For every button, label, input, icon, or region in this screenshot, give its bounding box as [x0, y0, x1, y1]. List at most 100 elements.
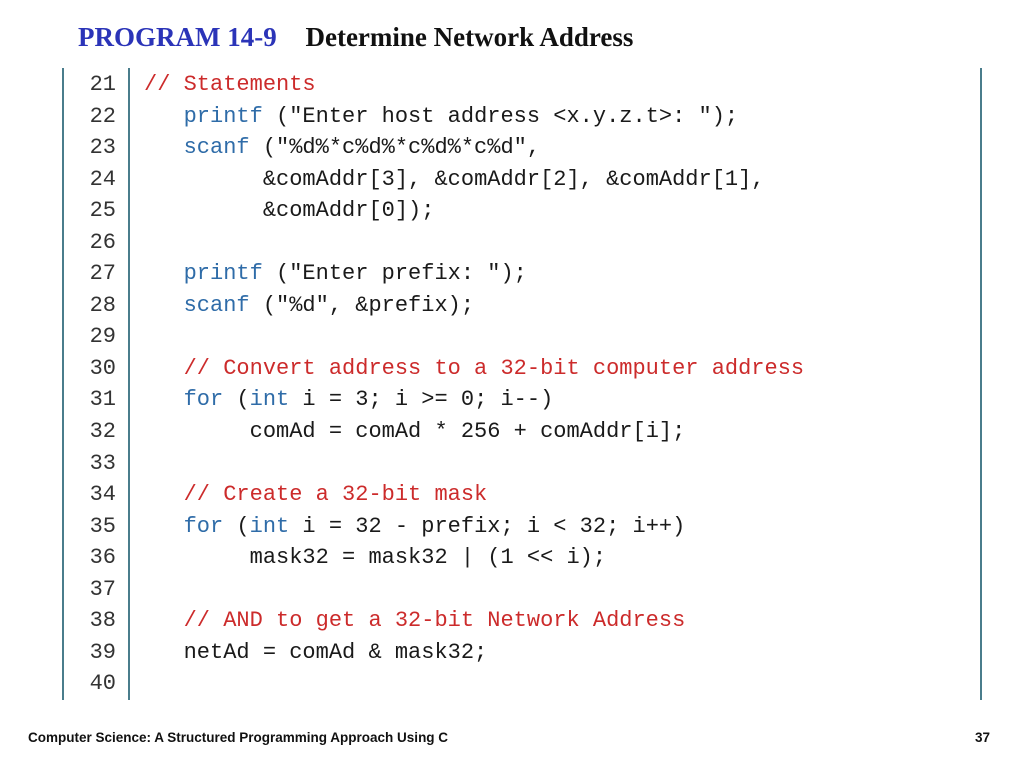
- code-token: &comAddr[3], &comAddr[2], &comAddr[1],: [262, 166, 765, 192]
- code-text: comAd = comAd * 256 + comAddr[i];: [144, 416, 686, 448]
- code-line: 35 for (int i = 32 - prefix; i < 32; i++…: [62, 511, 982, 543]
- line-number: 32: [89, 419, 116, 445]
- code-indent: [144, 198, 263, 223]
- code-token: &comAddr[0]);: [262, 198, 435, 224]
- line-number: 33: [89, 450, 116, 476]
- code-token: i = 32 - prefix; i < 32; i++): [289, 513, 686, 539]
- code-line: 36 mask32 = mask32 | (1 << i);: [62, 542, 982, 574]
- line-number: 40: [89, 671, 116, 697]
- code-comment: // Create a 32-bit mask: [183, 482, 488, 508]
- line-number: 26: [89, 229, 116, 255]
- code-text: // Statements: [144, 69, 316, 101]
- code-text: printf ("Enter prefix: ");: [144, 258, 527, 290]
- code-token: ("Enter host address <x.y.z.t>: ");: [262, 103, 739, 129]
- footer-book-title: Computer Science: A Structured Programmi…: [28, 730, 449, 745]
- code-indent: [144, 387, 184, 412]
- code-line: 33: [62, 448, 982, 480]
- program-label: PROGRAM 14-9: [78, 22, 277, 52]
- code-line: 39 netAd = comAd & mask32;: [62, 637, 982, 669]
- code-text: // Convert address to a 32-bit computer …: [144, 353, 805, 385]
- line-number: 37: [89, 576, 116, 602]
- code-keyword: printf: [183, 261, 263, 287]
- code-indent: [144, 135, 184, 160]
- line-number: 30: [89, 355, 116, 381]
- code-indent: [144, 608, 184, 633]
- code-line: 37: [62, 574, 982, 606]
- code-token: (: [223, 513, 250, 539]
- code-text: printf ("Enter host address <x.y.z.t>: "…: [144, 101, 739, 133]
- code-indent: [144, 640, 184, 665]
- code-token: i = 3; i >= 0; i--): [289, 387, 554, 413]
- code-token: ("%d%*c%d%*c%d%*c%d",: [249, 135, 541, 161]
- code-text: netAd = comAd & mask32;: [144, 637, 488, 669]
- code-indent: [144, 482, 184, 507]
- code-token: mask32 = mask32 | (1 << i);: [249, 545, 607, 571]
- line-number: 23: [89, 135, 116, 161]
- code-line: 27 printf ("Enter prefix: ");: [62, 258, 982, 290]
- code-text: for (int i = 32 - prefix; i < 32; i++): [144, 511, 686, 543]
- footer-page-number: 37: [974, 730, 990, 745]
- line-number: 29: [89, 324, 116, 350]
- frame-left-border: [62, 68, 64, 700]
- line-number: 39: [89, 639, 116, 665]
- line-number: 24: [89, 166, 116, 192]
- code-indent: [144, 514, 184, 539]
- line-number: 34: [89, 482, 116, 508]
- code-keyword: int: [249, 387, 290, 413]
- code-indent: [144, 545, 250, 570]
- code-keyword: for: [183, 387, 224, 413]
- code-indent: [144, 293, 184, 318]
- line-number: 25: [89, 198, 116, 224]
- code-keyword: scanf: [183, 135, 250, 161]
- code-line: 38 // AND to get a 32-bit Network Addres…: [62, 605, 982, 637]
- code-token: netAd = comAd & mask32;: [183, 639, 488, 665]
- code-text: // Create a 32-bit mask: [144, 479, 488, 511]
- line-number: 27: [89, 261, 116, 287]
- code-keyword: int: [249, 513, 290, 539]
- code-indent: [144, 104, 184, 129]
- code-text: // AND to get a 32-bit Network Address: [144, 605, 686, 637]
- code-line: 22 printf ("Enter host address <x.y.z.t>…: [62, 101, 982, 133]
- code-line: 40: [62, 668, 982, 700]
- line-number: 22: [89, 103, 116, 129]
- code-comment: // Statements: [144, 72, 316, 97]
- code-token: comAd = comAd * 256 + comAddr[i];: [249, 419, 686, 445]
- slide-title: PROGRAM 14-9 Determine Network Address: [78, 22, 633, 53]
- code-token: ("Enter prefix: ");: [262, 261, 527, 287]
- line-number: 36: [89, 545, 116, 571]
- code-text: scanf ("%d", &prefix);: [144, 290, 474, 322]
- code-indent: [144, 356, 184, 381]
- code-line: 31 for (int i = 3; i >= 0; i--): [62, 384, 982, 416]
- line-number-gutter-divider: [128, 68, 130, 700]
- line-number: 38: [89, 608, 116, 634]
- code-text: mask32 = mask32 | (1 << i);: [144, 542, 606, 574]
- code-keyword: scanf: [183, 292, 250, 318]
- code-line: 29: [62, 321, 982, 353]
- program-title: Determine Network Address: [305, 22, 634, 52]
- code-text: scanf ("%d%*c%d%*c%d%*c%d",: [144, 132, 540, 164]
- line-number: 31: [89, 387, 116, 413]
- code-text: &comAddr[0]);: [144, 195, 435, 227]
- code-line: 21// Statements: [62, 69, 982, 101]
- code-comment: // Convert address to a 32-bit computer …: [183, 355, 805, 381]
- code-text: for (int i = 3; i >= 0; i--): [144, 384, 554, 416]
- code-comment: // AND to get a 32-bit Network Address: [183, 608, 686, 634]
- code-line: 24 &comAddr[3], &comAddr[2], &comAddr[1]…: [62, 164, 982, 196]
- code-line: 28 scanf ("%d", &prefix);: [62, 290, 982, 322]
- code-indent: [144, 261, 184, 286]
- code-line: 32 comAd = comAd * 256 + comAddr[i];: [62, 416, 982, 448]
- code-token: (: [223, 387, 250, 413]
- code-line: 23 scanf ("%d%*c%d%*c%d%*c%d",: [62, 132, 982, 164]
- code-keyword: for: [183, 513, 224, 539]
- code-indent: [144, 419, 250, 444]
- code-line: 30 // Convert address to a 32-bit comput…: [62, 353, 982, 385]
- line-number: 35: [89, 513, 116, 539]
- frame-right-border: [980, 68, 982, 700]
- code-token: ("%d", &prefix);: [249, 292, 475, 318]
- code-indent: [144, 167, 263, 192]
- code-line: 26: [62, 227, 982, 259]
- code-line: 25 &comAddr[0]);: [62, 195, 982, 227]
- code-text: &comAddr[3], &comAddr[2], &comAddr[1],: [144, 164, 765, 196]
